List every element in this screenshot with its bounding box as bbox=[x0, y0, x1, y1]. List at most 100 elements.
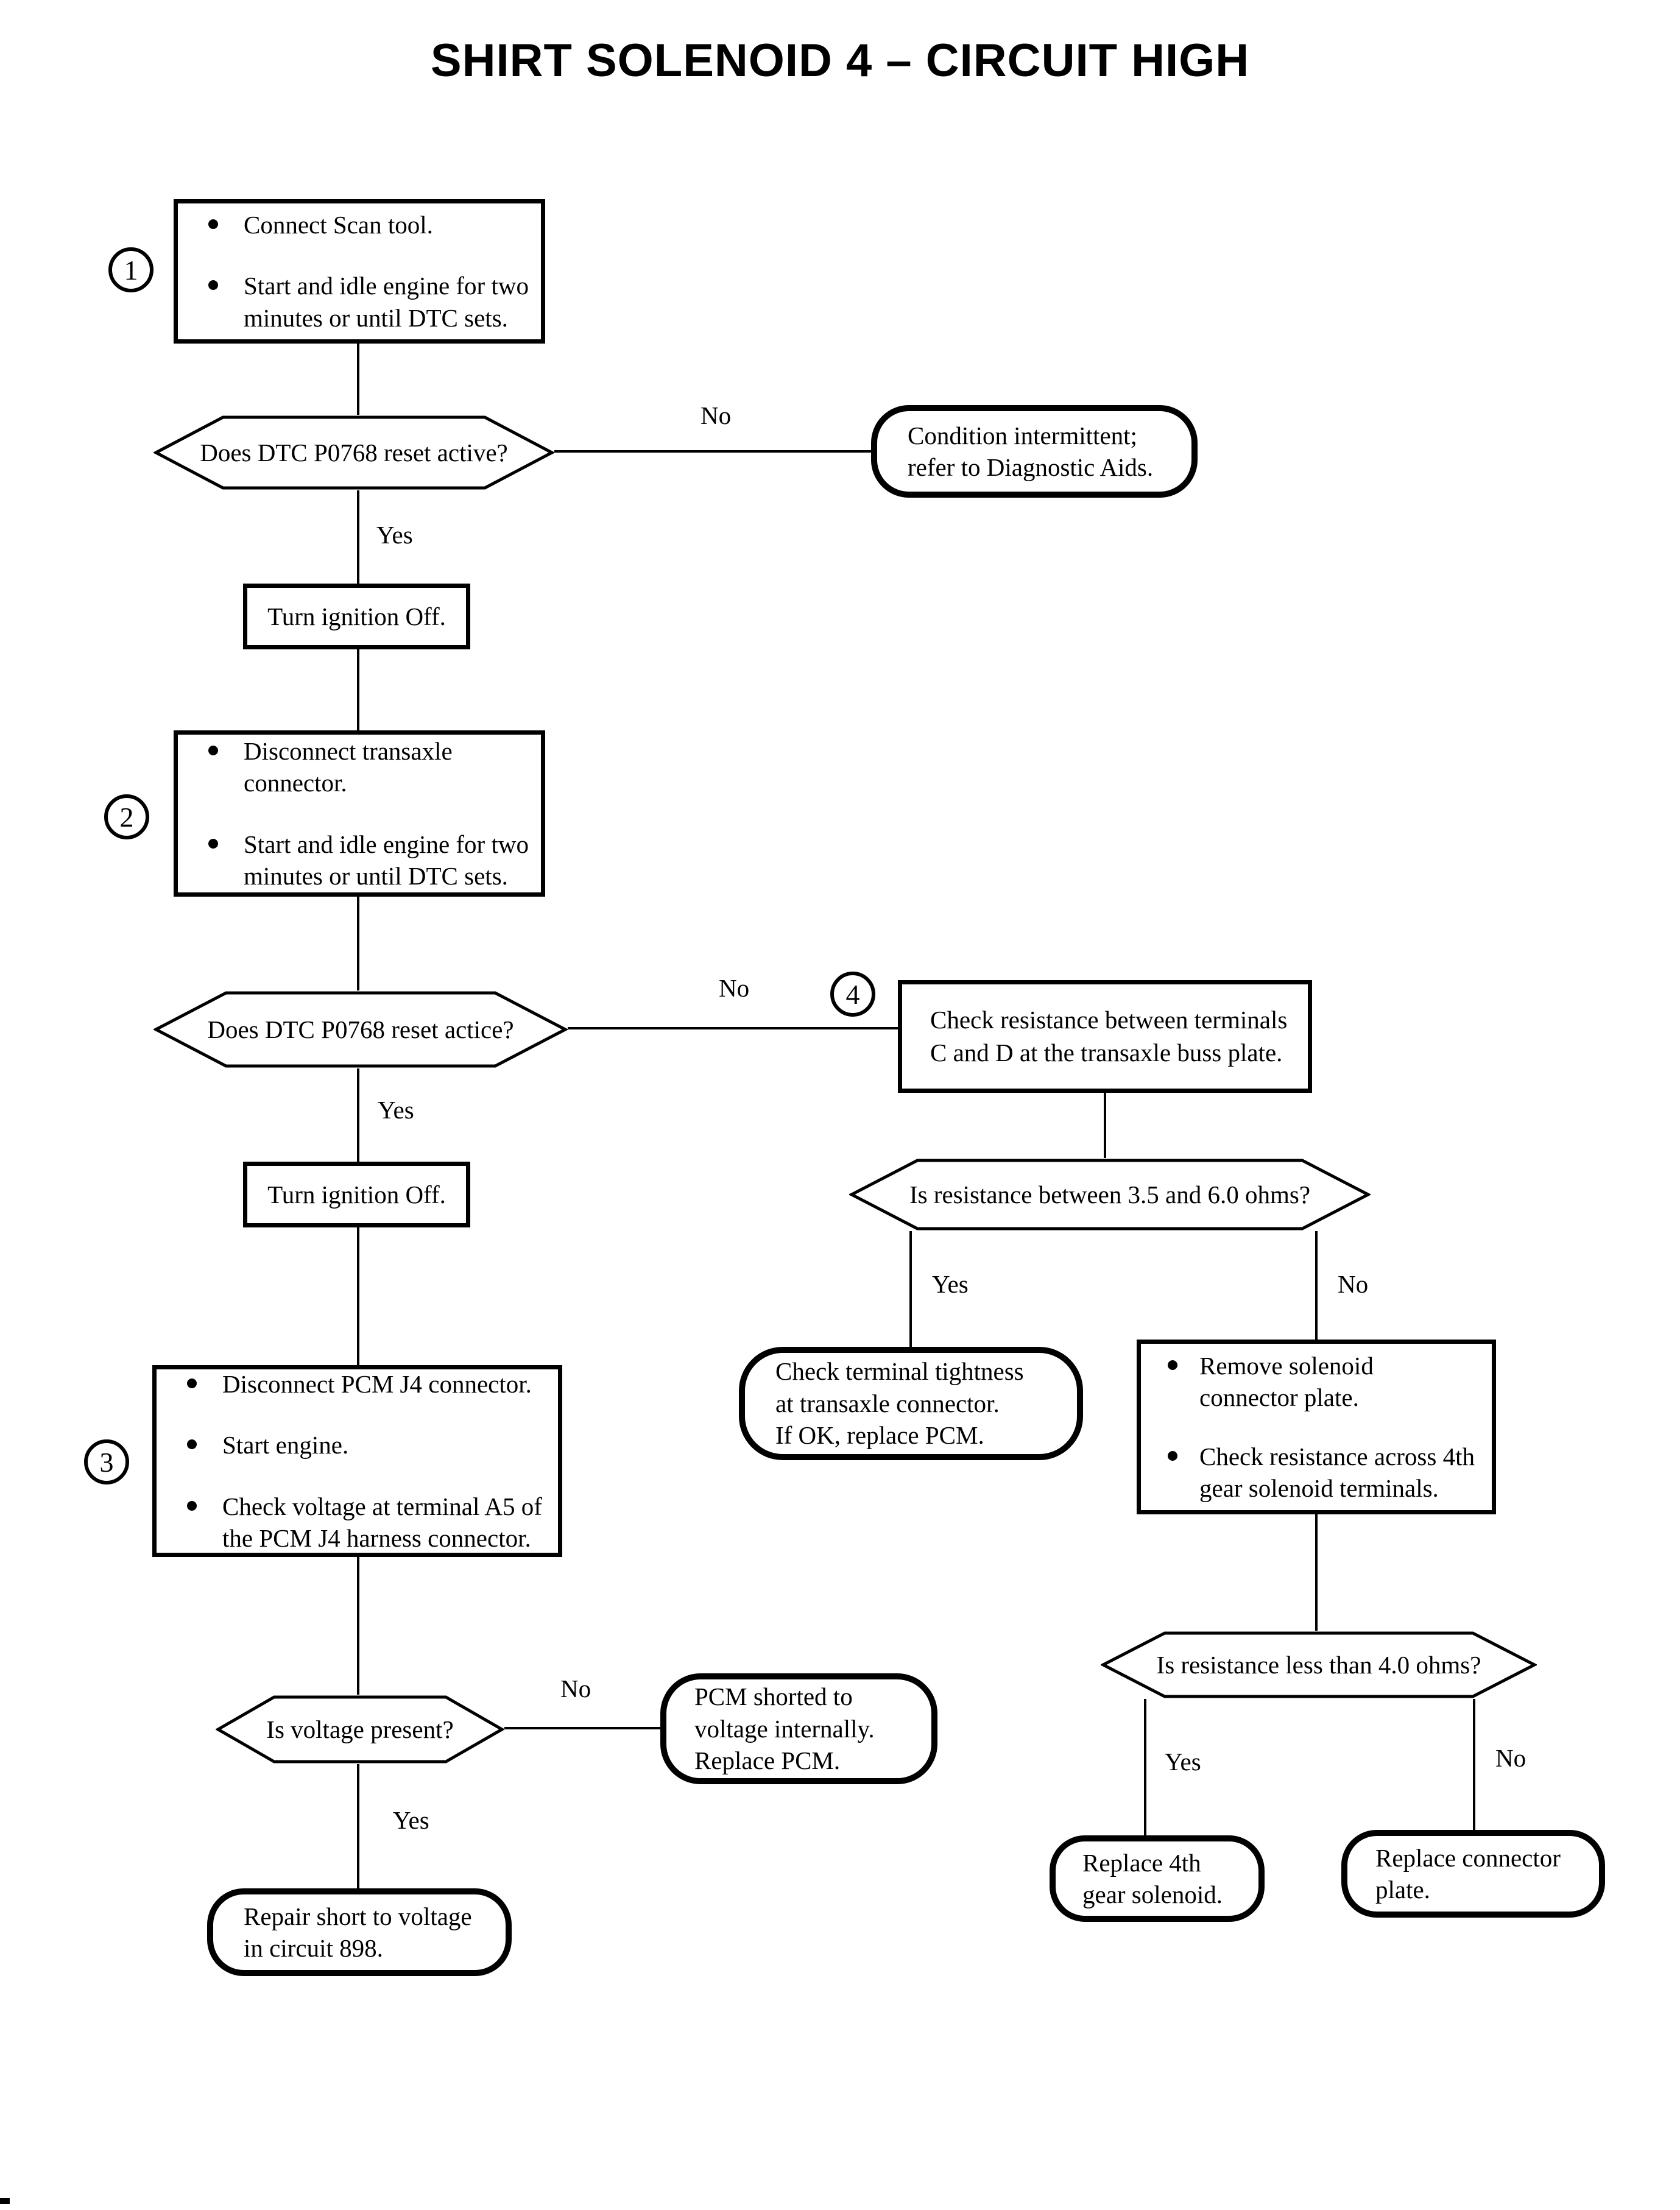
branch-label-yes: Yes bbox=[376, 521, 413, 549]
connector-line bbox=[357, 1557, 359, 1695]
process-step4: Check resistance between terminals C and… bbox=[898, 980, 1312, 1093]
remove-solenoid-bullet-2: Check resistance across 4th gear solenoi… bbox=[1199, 1442, 1475, 1502]
step-number-2-label: 2 bbox=[119, 801, 134, 833]
page-title: SHIRT SOLENOID 4 – CIRCUIT HIGH bbox=[430, 35, 1250, 86]
branch-label-yes: Yes bbox=[378, 1096, 414, 1124]
step-number-1-label: 1 bbox=[124, 254, 138, 286]
terminal-repair-short-label: Repair short to voltage in circuit 898. bbox=[244, 1902, 472, 1962]
step1-bullet-list: Connect Scan tool. Start and idle engine… bbox=[178, 203, 541, 339]
decision-voltage-present: Is voltage present? bbox=[216, 1695, 504, 1764]
decision-dtc-reset-active: Does DTC P0768 reset active? bbox=[154, 415, 554, 490]
bullet-dot-icon bbox=[1168, 1450, 1177, 1461]
step-number-4-label: 4 bbox=[845, 978, 860, 1010]
branch-label-yes: Yes bbox=[393, 1806, 429, 1834]
connector-line bbox=[357, 649, 359, 730]
list-item: Check voltage at terminal A5 of the PCM … bbox=[187, 1491, 551, 1554]
scan-artifact-dot bbox=[0, 2198, 10, 2204]
bullet-dot-icon bbox=[208, 746, 218, 756]
list-item: Check resistance across 4th gear solenoi… bbox=[1168, 1441, 1484, 1504]
decision-resistance-less-label: Is resistance less than 4.0 ohms? bbox=[1156, 1651, 1481, 1679]
step-number-3-label: 3 bbox=[99, 1446, 114, 1478]
step2-bullet-1: Disconnect transaxle connector. bbox=[244, 737, 453, 797]
step4-text: Check resistance between terminals C and… bbox=[930, 1006, 1288, 1067]
bullet-dot-icon bbox=[208, 280, 218, 291]
hexagon-shape bbox=[849, 1159, 1371, 1230]
connector-line bbox=[1473, 1699, 1475, 1830]
bullet-dot-icon bbox=[187, 1379, 197, 1389]
list-item: Connect Scan tool. bbox=[208, 209, 534, 241]
hexagon-shape bbox=[154, 415, 554, 490]
terminal-check-terminal-tightness: Check terminal tightness at transaxle co… bbox=[739, 1347, 1083, 1460]
decision-dtc-reset-active-label: Does DTC P0768 reset active? bbox=[200, 439, 508, 467]
branch-label-yes: Yes bbox=[932, 1270, 969, 1298]
process-remove-solenoid: Remove solenoid connector plate. Check r… bbox=[1137, 1340, 1496, 1514]
step1-bullet-1: Connect Scan tool. bbox=[244, 211, 433, 239]
list-item: Start and idle engine for two minutes or… bbox=[208, 828, 534, 892]
decision-voltage-present-label: Is voltage present? bbox=[266, 1715, 454, 1743]
bullet-dot-icon bbox=[187, 1439, 197, 1450]
step-number-3: 3 bbox=[84, 1439, 129, 1485]
connector-line bbox=[554, 450, 871, 453]
step-number-2: 2 bbox=[104, 794, 149, 839]
step3-bullet-3: Check voltage at terminal A5 of the PCM … bbox=[222, 1492, 542, 1552]
process-step1: Connect Scan tool. Start and idle engine… bbox=[174, 199, 545, 344]
hexagon-shape bbox=[216, 1695, 504, 1763]
connector-line bbox=[1315, 1514, 1318, 1631]
terminal-pcm-shorted-label: PCM shorted to voltage internally. Repla… bbox=[694, 1682, 875, 1775]
decision-dtc-reset-actice-label: Does DTC P0768 reset actice? bbox=[207, 1015, 514, 1043]
terminal-condition-intermittent-label: Condition intermittent; refer to Diagnos… bbox=[908, 421, 1154, 481]
connector-line bbox=[357, 1068, 359, 1162]
decision-resistance-between: Is resistance between 3.5 and 6.0 ohms? bbox=[849, 1158, 1371, 1231]
step2-bullet-2: Start and idle engine for two minutes or… bbox=[244, 830, 529, 890]
connector-line bbox=[357, 344, 359, 415]
branch-label-no: No bbox=[719, 974, 750, 1002]
decision-resistance-less: Is resistance less than 4.0 ohms? bbox=[1101, 1631, 1537, 1699]
step3-bullet-1: Disconnect PCM J4 connector. bbox=[222, 1370, 532, 1399]
terminal-replace-solenoid: Replace 4th gear solenoid. bbox=[1050, 1835, 1265, 1922]
terminal-check-terminal-tightness-label: Check terminal tightness at transaxle co… bbox=[775, 1357, 1024, 1450]
step1-bullet-2: Start and idle engine for two minutes or… bbox=[244, 272, 529, 332]
step2-bullet-list: Disconnect transaxle connector. Start an… bbox=[178, 735, 541, 892]
list-item: Disconnect PCM J4 connector. bbox=[187, 1368, 551, 1400]
remove-solenoid-bullet-1: Remove solenoid connector plate. bbox=[1199, 1352, 1374, 1412]
branch-label-no: No bbox=[560, 1675, 591, 1703]
terminal-condition-intermittent: Condition intermittent; refer to Diagnos… bbox=[871, 405, 1198, 498]
connector-line bbox=[1104, 1093, 1106, 1158]
bullet-dot-icon bbox=[1168, 1360, 1177, 1371]
bullet-dot-icon bbox=[208, 838, 218, 849]
connector-line bbox=[357, 1764, 359, 1888]
terminal-replace-solenoid-label: Replace 4th gear solenoid. bbox=[1082, 1848, 1223, 1908]
connector-line bbox=[357, 1227, 359, 1365]
step3-bullet-2: Start engine. bbox=[222, 1431, 349, 1460]
branch-label-no: No bbox=[1495, 1744, 1526, 1772]
process-step3: Disconnect PCM J4 connector. Start engin… bbox=[152, 1365, 562, 1557]
decision-resistance-between-label: Is resistance between 3.5 and 6.0 ohms? bbox=[909, 1181, 1311, 1209]
process-turn-ignition-off-1: Turn ignition Off. bbox=[243, 584, 470, 649]
list-item: Remove solenoid connector plate. bbox=[1168, 1350, 1484, 1413]
step3-bullet-list: Disconnect PCM J4 connector. Start engin… bbox=[157, 1369, 558, 1553]
step-number-1: 1 bbox=[108, 247, 154, 292]
connector-line bbox=[1315, 1231, 1318, 1340]
terminal-pcm-shorted: PCM shorted to voltage internally. Repla… bbox=[660, 1673, 937, 1784]
branch-label-no: No bbox=[1338, 1270, 1369, 1298]
hexagon-shape bbox=[1101, 1631, 1537, 1698]
connector-line bbox=[909, 1231, 912, 1347]
turn-ignition-off-1-label: Turn ignition Off. bbox=[267, 602, 446, 630]
step-number-4: 4 bbox=[830, 972, 875, 1017]
connector-line bbox=[357, 897, 359, 990]
list-item: Disconnect transaxle connector. bbox=[208, 735, 534, 799]
terminal-replace-plate-label: Replace connector plate. bbox=[1375, 1843, 1561, 1904]
process-step2: Disconnect transaxle connector. Start an… bbox=[174, 730, 545, 897]
connector-line bbox=[568, 1027, 898, 1029]
hexagon-shape bbox=[154, 991, 568, 1068]
terminal-repair-short: Repair short to voltage in circuit 898. bbox=[207, 1888, 512, 1976]
connector-line bbox=[1144, 1699, 1146, 1835]
bullet-dot-icon bbox=[208, 219, 218, 230]
bullet-dot-icon bbox=[187, 1500, 197, 1511]
list-item: Start and idle engine for two minutes or… bbox=[208, 270, 534, 333]
turn-ignition-off-2-label: Turn ignition Off. bbox=[267, 1181, 446, 1209]
terminal-replace-plate: Replace connector plate. bbox=[1341, 1830, 1605, 1918]
list-item: Start engine. bbox=[187, 1429, 551, 1461]
decision-dtc-reset-actice: Does DTC P0768 reset actice? bbox=[154, 990, 568, 1068]
